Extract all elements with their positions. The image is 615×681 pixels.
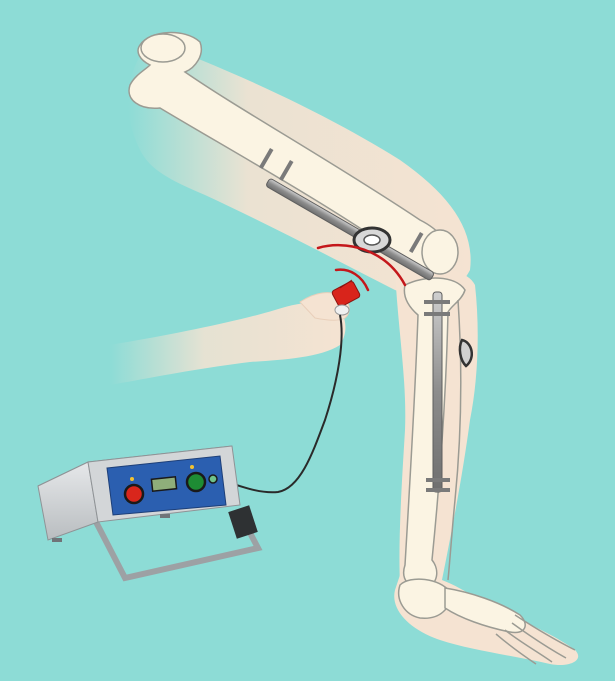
- red-button[interactable]: [125, 485, 143, 503]
- display-screen: [151, 477, 176, 491]
- tibia-nail-rod: [433, 292, 442, 492]
- case-foot-left: [52, 538, 62, 542]
- tibia-screw-4: [426, 488, 450, 492]
- tibia-screw-2: [424, 312, 450, 316]
- probe-tip: [335, 305, 349, 315]
- femoral-head: [141, 34, 185, 62]
- green-button[interactable]: [187, 473, 205, 491]
- receiver-coil-inner: [364, 235, 380, 245]
- patella: [422, 230, 458, 274]
- tibia-screw-3: [426, 478, 450, 482]
- tibia-screw-1: [424, 300, 450, 304]
- red-indicator: [130, 477, 134, 481]
- tibia-coil: [460, 340, 472, 366]
- green-indicator: [190, 465, 194, 469]
- cable-connector: [209, 475, 217, 483]
- case-foot-right: [160, 514, 170, 518]
